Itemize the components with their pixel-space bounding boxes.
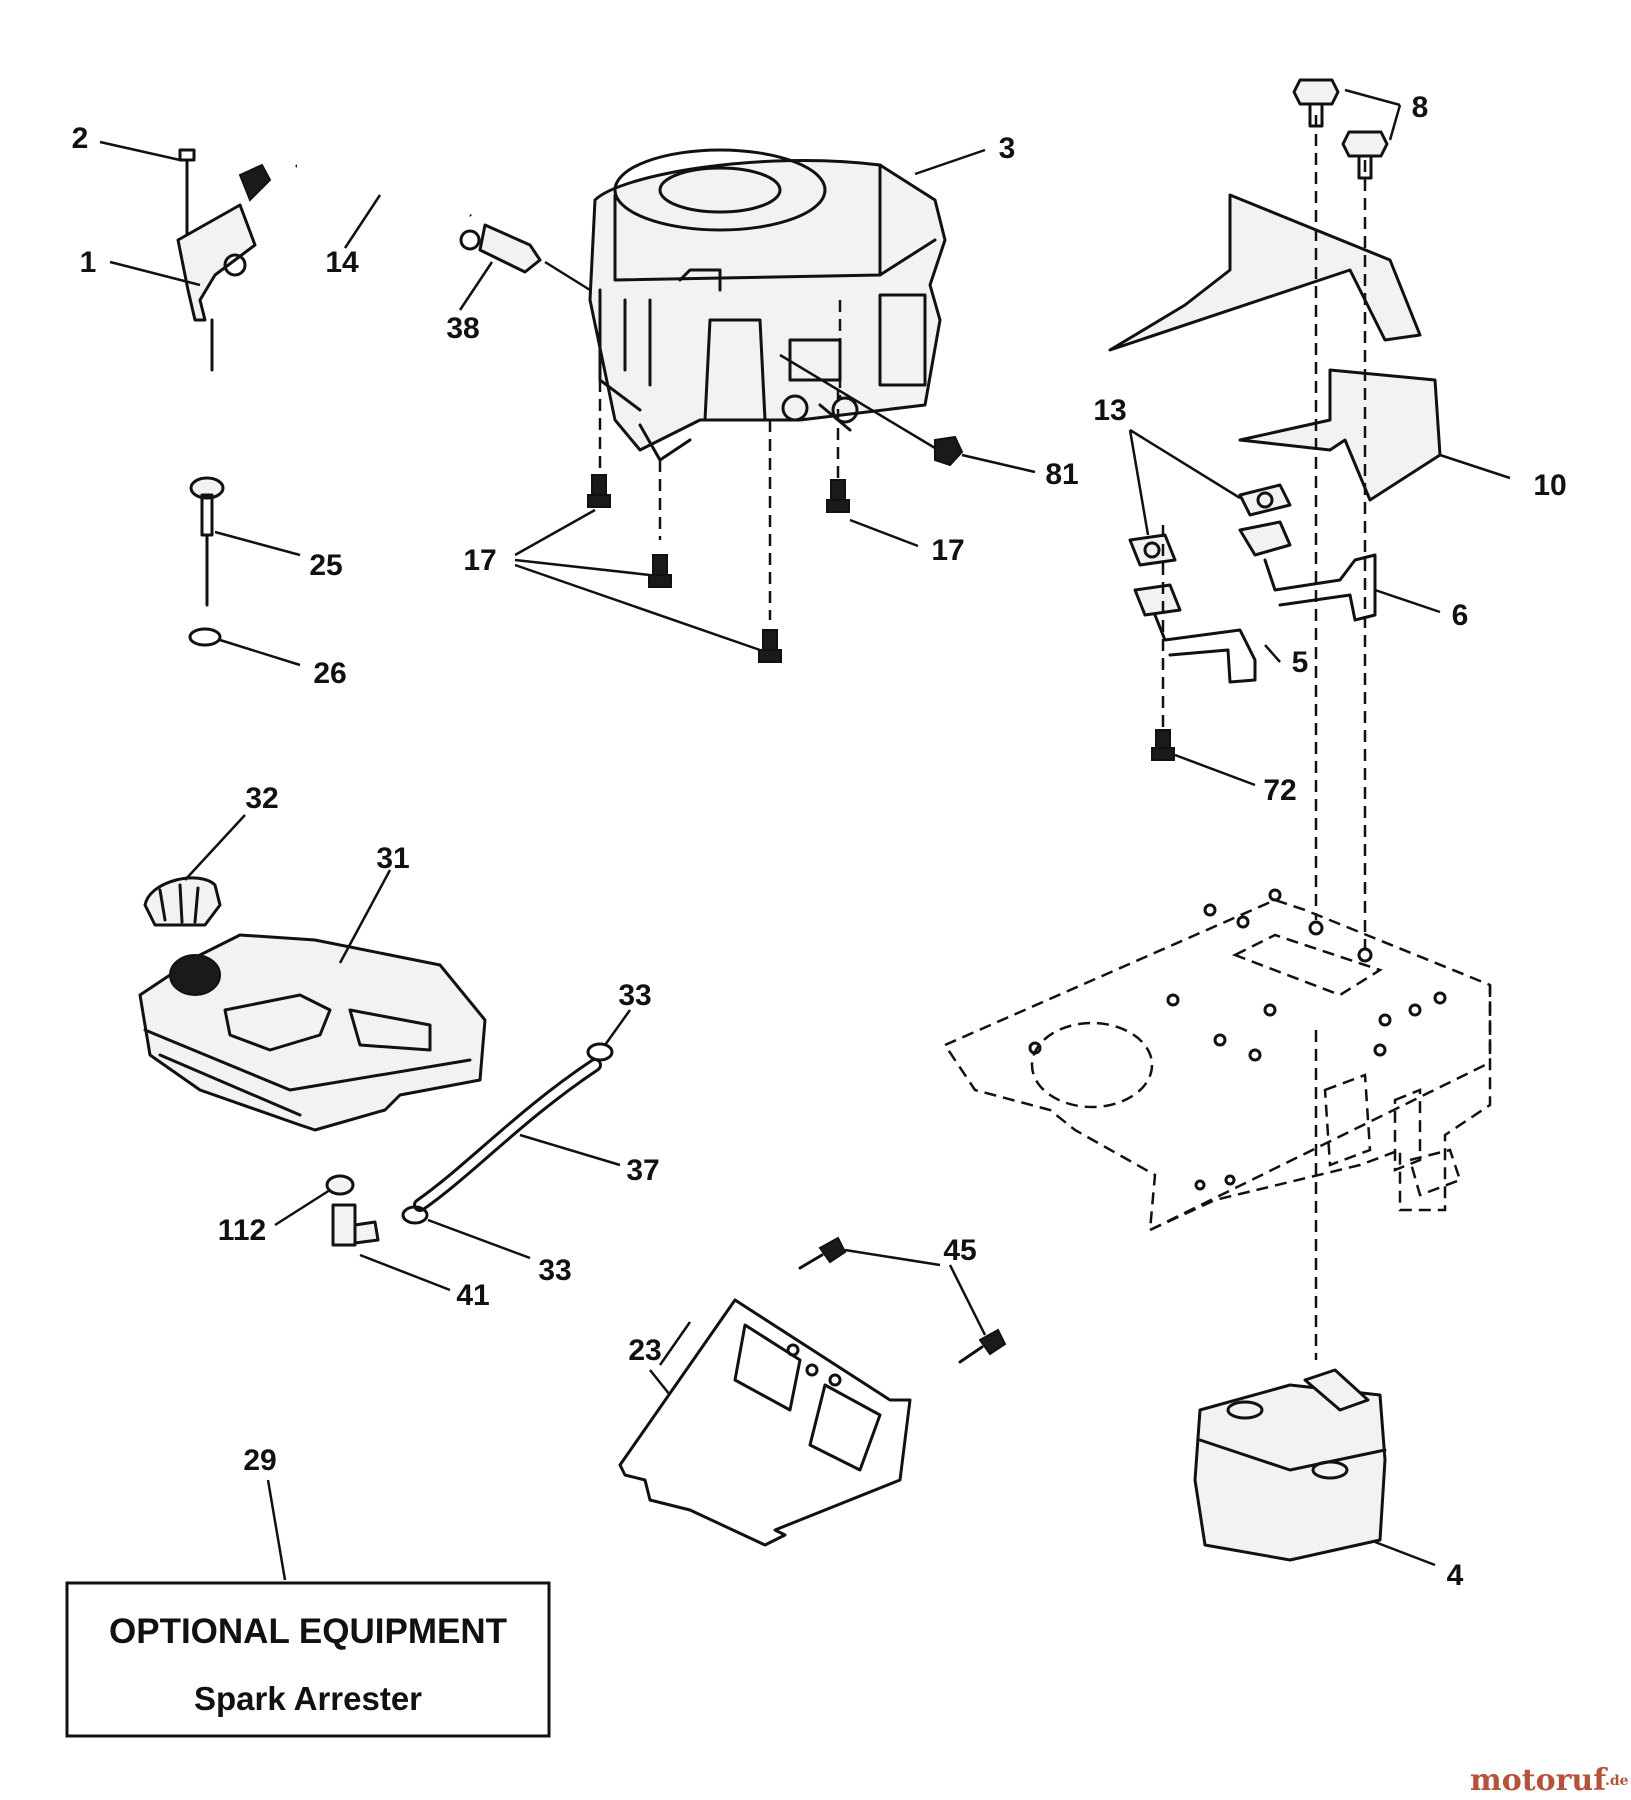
muffler-part <box>1193 1368 1387 1562</box>
gasket-13-b <box>1128 533 1177 567</box>
watermark-brand: motoruf <box>1470 1763 1608 1798</box>
part-label: 32 <box>245 782 278 815</box>
leader-45-a <box>844 1248 941 1267</box>
leader-26 <box>219 638 301 667</box>
part-label: 17 <box>463 544 496 577</box>
part-label: 2 <box>72 122 89 155</box>
leader-38 <box>458 261 494 311</box>
leader-32 <box>184 814 246 881</box>
leader-13-a <box>1129 428 1241 500</box>
fuel-hose-37 <box>413 1058 602 1212</box>
clamp-33-top <box>586 1042 614 1062</box>
part-label: 37 <box>626 1154 659 1187</box>
leader-41 <box>359 1253 451 1292</box>
engine-part <box>588 148 947 462</box>
leader-14 <box>343 194 382 249</box>
leader-37 <box>519 1133 621 1167</box>
part-label: 29 <box>243 1444 276 1477</box>
leader-3 <box>914 148 986 176</box>
leader-6 <box>1374 588 1441 614</box>
leader-33-bottom <box>427 1218 531 1260</box>
part-label: 112 <box>218 1214 266 1247</box>
bolt-17-b <box>648 554 672 588</box>
nut-81 <box>779 353 964 467</box>
leader-25 <box>214 530 301 557</box>
bolt-8-a <box>1292 78 1340 128</box>
part-label: 23 <box>628 1334 661 1367</box>
part-label: 25 <box>309 549 342 582</box>
plate-23-part <box>618 1298 912 1547</box>
part-label: 26 <box>313 657 346 690</box>
part-label: 33 <box>618 979 651 1012</box>
leader-17-left-c <box>514 563 761 652</box>
part-label: 33 <box>538 1254 571 1287</box>
watermark-tld: .de <box>1605 1773 1629 1789</box>
leader-72 <box>1174 753 1256 787</box>
fuel-cap-part <box>143 876 222 927</box>
part-label: 5 <box>1292 646 1309 679</box>
part-label: 45 <box>943 1234 976 1267</box>
bolt-17-c <box>758 629 782 663</box>
bolt-8-b <box>1341 130 1389 180</box>
dipstick-part <box>188 476 225 647</box>
part-label: 8 <box>1412 91 1429 124</box>
optional-equipment-title: OPTIONAL EQUIPMENT <box>109 1612 507 1651</box>
leader-17-left-a <box>514 508 596 557</box>
heat-shield-part <box>1108 193 1442 502</box>
leader-8-a <box>1344 88 1401 107</box>
leader-17-right <box>849 518 919 548</box>
clamp-33-bottom <box>401 1205 429 1225</box>
leader-5 <box>1264 644 1281 663</box>
optional-equipment-box <box>65 1581 551 1738</box>
leader-17-left-b <box>514 558 651 577</box>
bolt-17-d <box>826 479 850 513</box>
leader-10 <box>1439 453 1511 480</box>
part-label: 72 <box>1263 774 1296 807</box>
part-label: 17 <box>931 534 964 567</box>
leader-81 <box>961 453 1036 474</box>
part-label: 41 <box>456 1279 489 1312</box>
part-label: 6 <box>1452 599 1469 632</box>
leader-23-b <box>658 1321 692 1366</box>
shutoff-valve-41 <box>331 1203 380 1247</box>
part-label: 1 <box>80 246 97 279</box>
leader-2 <box>99 140 181 162</box>
leader-29 <box>266 1479 287 1581</box>
part-label: 14 <box>325 246 359 279</box>
fuel-line-part <box>295 162 591 292</box>
optional-equipment-subtitle: Spark Arrester <box>194 1680 422 1717</box>
bolt-72 <box>1151 729 1175 761</box>
part-label: 81 <box>1045 458 1078 491</box>
leader-13-b <box>1128 429 1150 536</box>
leader-1 <box>109 260 201 287</box>
screw-45-b <box>958 1328 1007 1364</box>
leader-45-b <box>948 1264 987 1336</box>
throttle-control-part <box>176 148 272 372</box>
part-label: 13 <box>1093 394 1126 427</box>
fuel-tank-part <box>138 933 487 1132</box>
watermark: motoruf .de <box>1470 1763 1629 1798</box>
exhaust-pipe-6 <box>1238 520 1377 622</box>
gasket-13-a <box>1238 483 1292 517</box>
leader-4 <box>1374 1540 1436 1567</box>
frame-plate <box>943 888 1492 1233</box>
part-label: 38 <box>446 312 479 345</box>
part-label: 10 <box>1533 469 1566 502</box>
part-label: 4 <box>1447 1559 1464 1592</box>
leader-33-top <box>603 1009 632 1046</box>
part-label: 31 <box>376 842 409 875</box>
leader-112 <box>274 1188 331 1227</box>
bolt-17-a <box>587 474 611 508</box>
leader-23 <box>649 1369 671 1396</box>
leader-8-b <box>1388 104 1402 141</box>
exhaust-pipe-5 <box>1133 583 1257 684</box>
part-label: 3 <box>999 132 1016 165</box>
leader-31 <box>338 869 392 964</box>
screw-45-a <box>798 1236 847 1270</box>
grommet-112 <box>325 1174 355 1196</box>
